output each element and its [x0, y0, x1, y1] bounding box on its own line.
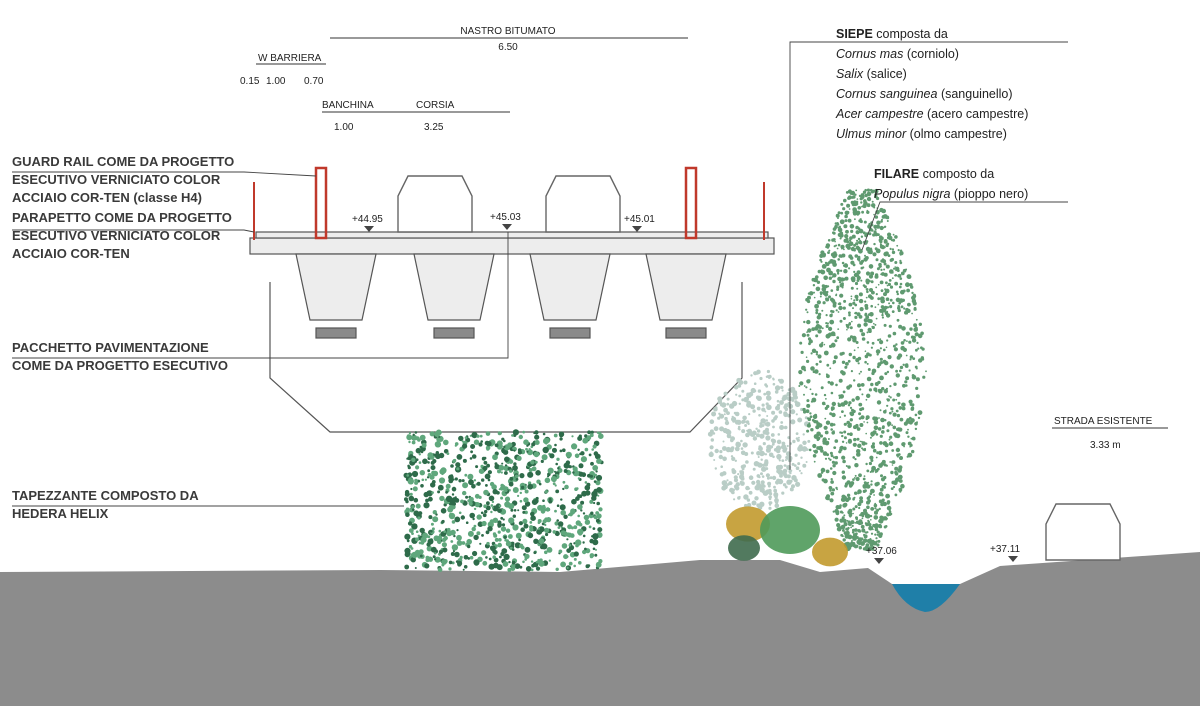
siepe-species-2: Salix (salice): [836, 67, 907, 81]
beam-1: [295, 253, 377, 321]
siepe-heading: SIEPE composta da: [836, 27, 948, 41]
level-ground-b: +37.11: [990, 544, 1021, 555]
level-marker-icon: [364, 224, 1018, 564]
level-ground-a: +37.06: [866, 546, 897, 557]
bearing-1: [315, 327, 357, 339]
level-deck-left: +44.95: [352, 214, 383, 225]
channel-water: [892, 584, 960, 612]
level-deck-center: +45.03: [490, 212, 521, 223]
guard-rail-label-3: ACCIAIO COR-TEN (classe H4): [12, 190, 202, 205]
bearing-4: [665, 327, 707, 339]
siepe-species-1: Cornus mas (corniolo): [836, 47, 959, 61]
beam-4: [645, 253, 727, 321]
deck-slab: [249, 237, 775, 255]
barriera-label: W BARRIERA: [258, 53, 322, 64]
dimension-lines: [256, 37, 1168, 429]
nastro-value: 6.50: [498, 42, 518, 53]
pacchetto-label-1: PACCHETTO PAVIMENTAZIONE: [12, 340, 209, 355]
barriera-value-3: 0.70: [304, 76, 324, 87]
tree-icon: [707, 188, 927, 567]
guardrail-icon: [253, 166, 765, 240]
abutment-outline: [269, 282, 743, 433]
banchina-value: 1.00: [334, 122, 354, 133]
nastro-label: NASTRO BITUMATO: [460, 26, 555, 37]
strada-label: STRADA ESISTENTE: [1054, 416, 1153, 427]
tapezzante-label-1: TAPEZZANTE COMPOSTO DA: [12, 488, 199, 503]
car-icon: [397, 175, 1121, 561]
siepe-species-5: Ulmus minor (olmo campestre): [836, 127, 1007, 141]
siepe-species-3: Cornus sanguinea (sanguinello): [836, 87, 1013, 101]
pacchetto-label-2: COME DA PROGETTO ESECUTIVO: [12, 358, 228, 373]
guard-rail-label-1: GUARD RAIL COME DA PROGETTO: [12, 154, 234, 169]
parapetto-label-3: ACCIAIO COR-TEN: [12, 246, 130, 261]
corsia-label: CORSIA: [416, 100, 455, 111]
parapetto-label-2: ESECUTIVO VERNICIATO COLOR: [12, 228, 221, 243]
siepe-species-4: Acer campestre (acero campestre): [835, 107, 1028, 121]
level-deck-right: +45.01: [624, 214, 655, 225]
filare-heading: FILARE composto da: [874, 167, 994, 181]
bearing-3: [549, 327, 591, 339]
beam-3: [529, 253, 611, 321]
deck-pavement: [255, 231, 769, 239]
tapezzante-label-2: HEDERA HELIX: [12, 506, 109, 521]
bearing-2: [433, 327, 475, 339]
ground: [0, 552, 1200, 706]
bridge-deck: [249, 231, 775, 433]
beam-2: [413, 253, 495, 321]
guard-rail-label-2: ESECUTIVO VERNICIATO COLOR: [12, 172, 221, 187]
corsia-value: 3.25: [424, 122, 444, 133]
strada-value: 3.33 m: [1090, 440, 1121, 451]
filare-species-1: Populus nigra (pioppo nero): [874, 187, 1028, 201]
ivy-icon: [403, 429, 604, 573]
leader-lines: [12, 41, 1068, 507]
banchina-label: BANCHINA: [322, 100, 374, 111]
parapetto-label-1: PARAPETTO COME DA PROGETTO: [12, 210, 232, 225]
barriera-value-1: 0.15: [240, 76, 260, 87]
barriera-value-2: 1.00: [266, 76, 286, 87]
